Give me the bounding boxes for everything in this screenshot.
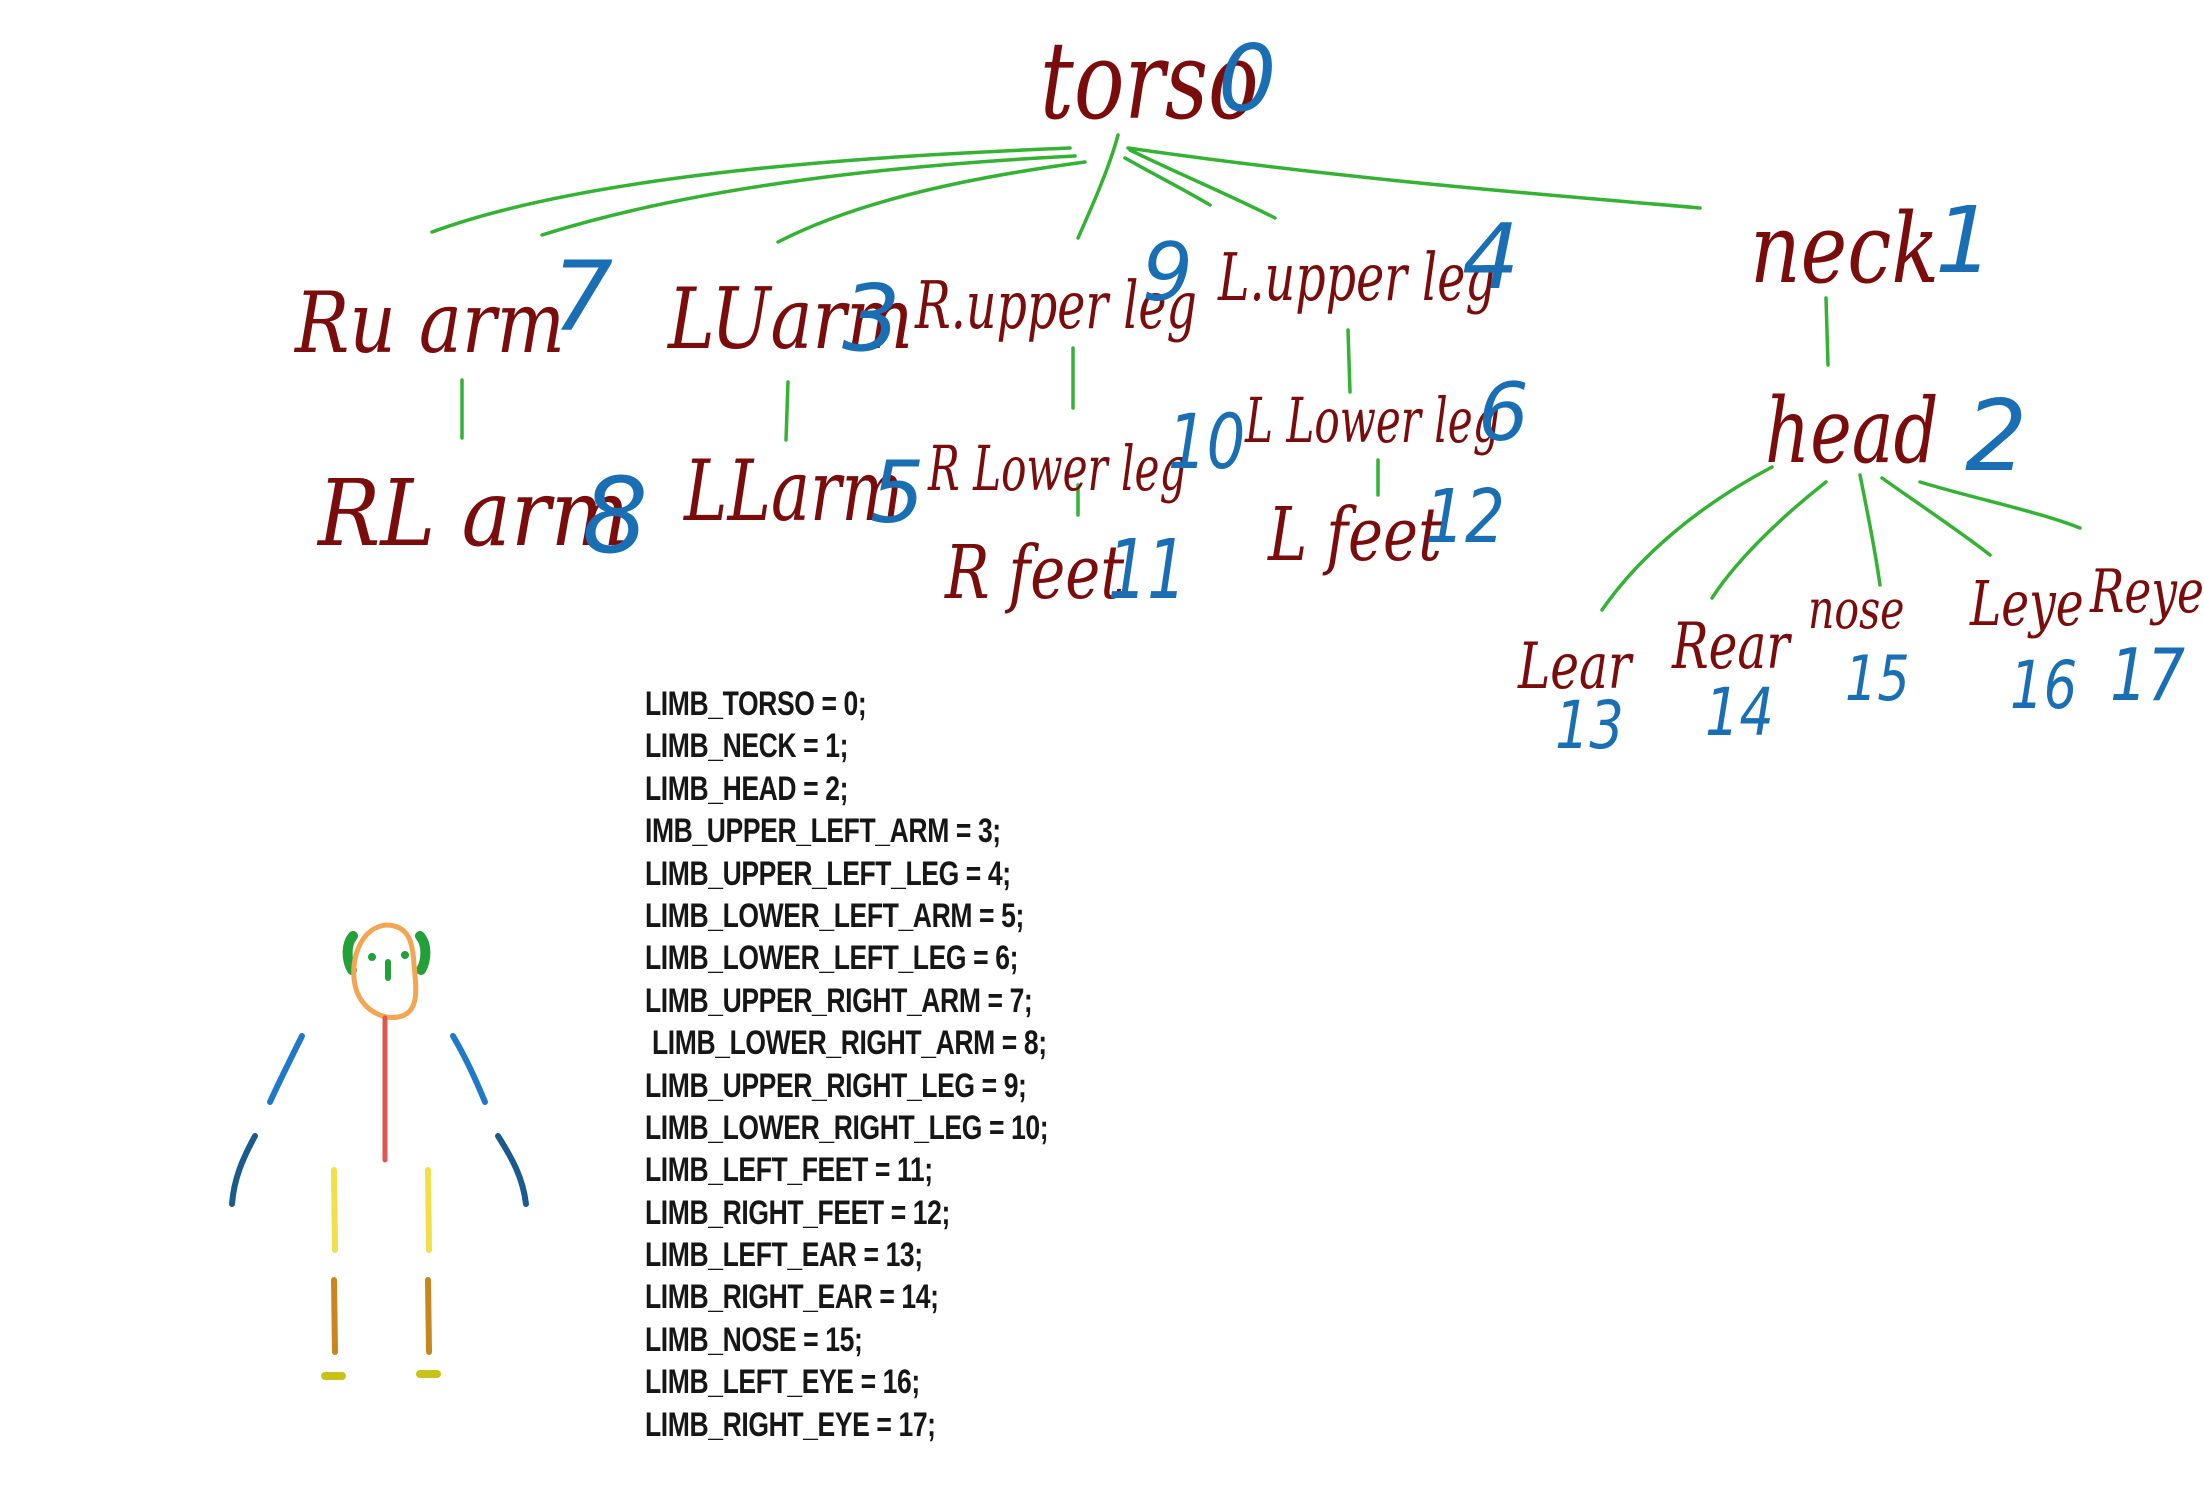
figure-lower-right-leg	[425, 1277, 432, 1355]
node-l-upper-leg-name: L.upper leg	[1217, 239, 1496, 316]
node-r-ear-num: 14	[1705, 675, 1774, 752]
edge-head-nose	[1858, 473, 1882, 587]
node-nose-name: nose	[1808, 578, 1904, 641]
node-l-ear-num: 13	[1555, 688, 1624, 765]
node-nose-num: 15	[1845, 643, 1910, 715]
node-torso-name: torso	[1040, 18, 1259, 144]
figure-lower-left-arm	[229, 1133, 258, 1207]
node-l-upper-leg-num: 4	[1462, 205, 1519, 310]
edge-lu-arm-ll-arm	[784, 380, 790, 442]
node-r-eye-name: Reye	[2089, 557, 2204, 627]
node-l-lower-leg-name: L Lower leg	[1244, 385, 1500, 458]
figure-upper-left-leg	[331, 1167, 338, 1253]
node-head-name: head	[1765, 379, 1939, 484]
figure-left-eye	[368, 953, 376, 961]
node-lu-arm-name: LUarm	[666, 271, 913, 368]
figure-right-eye	[401, 951, 409, 959]
stick-figure	[229, 922, 529, 1380]
figure-upper-left-arm	[267, 1033, 305, 1105]
edge-head-r-ear	[1710, 480, 1828, 600]
node-rl-arm-num: 8	[582, 455, 648, 577]
limb-constant: LIMB_LEFT_EYE = 16;	[645, 1363, 920, 1402]
figure-upper-right-leg	[425, 1167, 432, 1253]
node-r-eye-num: 17	[2110, 633, 2185, 717]
limb-constant: LIMB_LOWER_RIGHT_LEG = 10;	[645, 1108, 1049, 1147]
tree-edges	[430, 133, 2082, 612]
edge-head-l-ear	[1600, 465, 1774, 612]
limb-constant: LIMB_HEAD = 2;	[645, 769, 849, 808]
limb-constant: LIMB_LOWER_RIGHT_ARM = 8;	[645, 1024, 1047, 1063]
figure-upper-right-arm	[450, 1033, 488, 1105]
edge-l-upper-leg-l-lower-leg	[1346, 328, 1352, 394]
node-l-lower-leg-num: 6	[1478, 366, 1529, 459]
figure-head	[351, 922, 419, 1020]
edge-torso-lu-arm-2	[776, 160, 1087, 244]
limb-constant: LIMB_RIGHT_EAR = 14;	[645, 1278, 939, 1317]
node-neck-name: neck	[1750, 193, 1939, 305]
node-r-lower-leg-num: 10	[1168, 398, 1245, 486]
node-ll-arm-num: 5	[870, 443, 925, 543]
node-l-eye-num: 16	[2010, 648, 2077, 724]
limb-constant: LIMB_UPPER_LEFT_LEG = 4;	[645, 854, 1011, 893]
edge-torso-misc	[1123, 156, 1212, 207]
edge-neck-head	[1824, 296, 1830, 367]
node-r-upper-leg-name: R.upper leg	[914, 267, 1197, 344]
node-r-feet-name: R feet	[943, 530, 1125, 616]
tree-names: torso neck head Ru arm LUarm R.upper leg…	[293, 18, 2204, 704]
edge-head-l-eye	[1880, 476, 1992, 557]
limb-constant: LIMB_TORSO = 0;	[645, 685, 867, 723]
figure-right-ear	[415, 931, 431, 975]
node-rl-arm-name: RL arm	[316, 460, 629, 567]
limb-constant: LIMB_LOWER_LEFT_LEG = 6;	[645, 939, 1019, 978]
node-r-upper-leg-num: 9	[1142, 226, 1193, 319]
edge-torso-l-upper-leg	[1128, 148, 1277, 220]
limb-constant-list: LIMB_TORSO = 0; LIMB_NECK = 1; LIMB_HEAD…	[645, 683, 1049, 1446]
node-head-num: 2	[1965, 380, 2027, 494]
edge-torso-lu-arm	[540, 154, 1077, 237]
edge-torso-r-upper-leg	[1076, 133, 1120, 240]
limb-constant: LIMB_LEFT_EAR = 13;	[645, 1236, 923, 1275]
limb-constant: LIMB_NECK = 1;	[645, 727, 849, 766]
node-ru-arm-name: Ru arm	[293, 275, 565, 373]
limb-constant: LIMB_LOWER_LEFT_ARM = 5;	[645, 896, 1024, 935]
node-l-eye-name: Leye	[1969, 568, 2084, 640]
node-ru-arm-num: 7	[552, 241, 613, 353]
limb-constant: LIMB_RIGHT_FEET = 12;	[645, 1193, 950, 1232]
node-neck-num: 1	[1935, 187, 1994, 294]
node-r-ear-name: Rear	[1671, 609, 1792, 683]
node-lu-arm-num: 3	[842, 265, 901, 372]
node-r-lower-leg-name: R Lower leg	[927, 433, 1186, 506]
node-torso-num: 0	[1218, 25, 1277, 132]
node-l-feet-name: L feet	[1266, 492, 1443, 578]
limb-constant: LIMB_NOSE = 15;	[645, 1320, 863, 1359]
node-ll-arm-name: LLarm	[682, 442, 903, 540]
limb-constant: LIMB_UPPER_RIGHT_LEG = 9;	[645, 1066, 1027, 1105]
edge-torso-neck	[1126, 146, 1702, 210]
node-r-feet-num: 11	[1108, 523, 1186, 618]
tree-numbers: 0 1 2 7 3 9 4 8 5 10 6 11 12 13 14 15 16…	[552, 25, 2185, 764]
limb-constant: LIMB_LEFT_FEET = 11;	[645, 1151, 933, 1190]
edge-torso-ru-arm	[430, 146, 1072, 234]
figure-lower-left-leg	[331, 1277, 338, 1355]
node-l-feet-num: 12	[1425, 474, 1505, 560]
node-l-ear-name: Lear	[1517, 629, 1634, 703]
figure-left-ear	[342, 931, 358, 975]
limb-constant: LIMB_RIGHT_EYE = 17;	[645, 1405, 936, 1444]
limb-constant: LIMB_UPPER_RIGHT_ARM = 7;	[645, 981, 1033, 1020]
figure-lower-right-arm	[495, 1133, 529, 1207]
limb-constant: IMB_UPPER_LEFT_ARM = 3;	[645, 812, 1001, 851]
edge-head-r-eye	[1918, 480, 2082, 530]
